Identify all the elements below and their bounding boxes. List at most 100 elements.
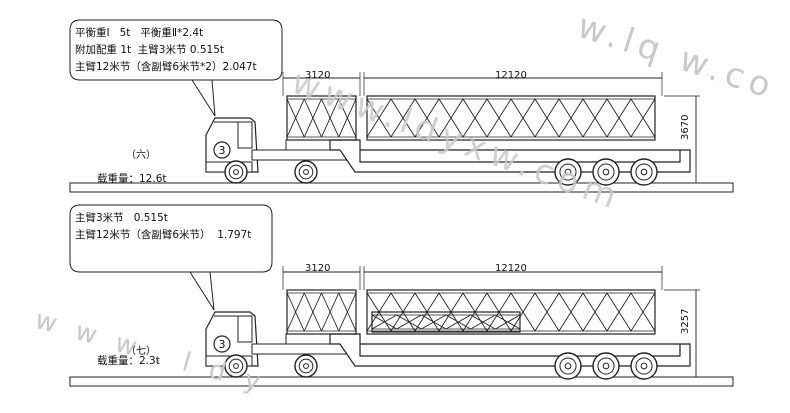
bottom-truss-inner-diag-b — [396, 314, 422, 330]
bottom-dim-short: 3120 — [305, 263, 331, 274]
bottom-dim-long: 12120 — [495, 263, 527, 274]
bottom-truss-short-diag-b — [303, 292, 322, 332]
bottom-cab-number-circle — [213, 335, 231, 353]
top-load-label: 载重量：12.6t — [97, 173, 167, 185]
top-wheel-drive-tire — [294, 160, 318, 184]
bottom-truss-short-diag-b — [321, 292, 340, 332]
bottom-truss-inner-diag-b — [371, 314, 397, 330]
bottom-bubble-outline — [69, 204, 273, 273]
bottom-truss-inner-diag-b — [445, 314, 471, 330]
bottom-load-label: 载重量：2.3t — [97, 355, 160, 367]
top-wheel-trailer-3-tire — [630, 158, 658, 186]
top-truss-short-diag-b — [338, 98, 357, 138]
top-wheel-front-tire — [224, 160, 248, 184]
top-truss-long-diag-b — [438, 98, 464, 138]
bottom-wheel-trailer-3 — [630, 352, 658, 380]
top-truss-short-frame — [286, 95, 357, 141]
top-bubble-outline — [69, 19, 283, 81]
bottom-wheel-drive-hub — [303, 363, 309, 369]
top-cab-number-circle — [213, 141, 231, 159]
top-wheel-trailer-1 — [554, 158, 582, 186]
bottom-truss-long-frame — [366, 289, 656, 335]
bottom-ground — [69, 376, 734, 387]
bottom-wheel-trailer-2-rim — [597, 357, 615, 375]
bottom-truss-short-diag-b — [338, 292, 357, 332]
bottom-wheel-trailer-3-rim — [635, 357, 653, 375]
bottom-wheel-trailer-1-tire — [554, 352, 582, 380]
top-truss-long-diag-b — [630, 98, 656, 138]
bottom-bubble-tail — [189, 271, 215, 311]
bottom-truss-inner-diag-b — [470, 314, 496, 330]
bottom-dimensions — [282, 266, 700, 378]
top-wheel-trailer-2 — [592, 158, 620, 186]
bottom-cab-window — [237, 315, 253, 343]
top-cab-number: 3 — [219, 144, 226, 157]
bottom-wheel-front — [224, 354, 248, 378]
top-note-line-2: 附加配重 1t 主臂3米节 0.515t — [75, 44, 225, 56]
top-truss-short-diag-b — [286, 98, 305, 138]
bottom-note-line-1: 主臂3米节 0.515t — [75, 212, 168, 224]
top-truss-long-diag-b — [486, 98, 512, 138]
bottom-wheel-trailer-3-tire — [630, 352, 658, 380]
top-truss-long-diag-b — [606, 98, 632, 138]
top-truss-long-diag-b — [558, 98, 584, 138]
top-dim-long: 12120 — [495, 70, 527, 81]
top-truss-long-diag-b — [534, 98, 560, 138]
top-wheel-front — [224, 160, 248, 184]
top-note-bubble — [69, 19, 283, 117]
top-dimensions — [282, 72, 700, 184]
top-truss-long-diag-b — [582, 98, 608, 138]
bottom-truss-long-diag-b — [630, 292, 656, 332]
top-ground — [69, 182, 734, 193]
bottom-wheel-trailer-1-rim — [559, 357, 577, 375]
bottom-note-line-2: 主臂12米节（含副臂6米节） 1.797t — [75, 229, 252, 241]
bottom-chassis — [251, 343, 348, 355]
top-truss-long-diag-b — [390, 98, 416, 138]
bottom-wheel-trailer-3-hub — [640, 362, 648, 370]
top-truss-long-frame — [366, 95, 656, 141]
bottom-cab-number: 3 — [219, 338, 226, 351]
bottom-wheel-drive — [294, 354, 318, 378]
top-dim-height: 3670 — [680, 114, 691, 140]
top-wheel-trailer-2-hub — [602, 168, 610, 176]
bottom-wheel-trailer-2-tire — [592, 352, 620, 380]
top-bubble-tail — [191, 79, 216, 117]
top-truss-long-diag-b — [510, 98, 536, 138]
panel-bottom: 3 — [69, 204, 734, 387]
top-cab-body — [205, 117, 259, 173]
bottom-truss-short-frame — [286, 289, 357, 335]
top-dim-short: 3120 — [305, 70, 331, 81]
top-truss-short-diag-b — [303, 98, 322, 138]
bottom-truss-long-diag-b — [510, 292, 536, 332]
top-truss-long-diag-b — [366, 98, 392, 138]
bottom-truss-short-diag-b — [286, 292, 305, 332]
top-wheel-trailer-1-hub — [564, 168, 572, 176]
top-wheel-trailer-1-rim — [559, 163, 577, 181]
bottom-wheel-drive-tire — [294, 354, 318, 378]
bottom-wheel-trailer-2-hub — [602, 362, 610, 370]
top-truss-long-diag-b — [462, 98, 488, 138]
top-truss-long-diag-b — [414, 98, 440, 138]
bottom-wheel-trailer-1-hub — [564, 362, 572, 370]
bottom-wheel-trailer-1 — [554, 352, 582, 380]
bottom-truss-long-diag-b — [558, 292, 584, 332]
bottom-truss-long-diag-b — [582, 292, 608, 332]
bottom-wheel-trailer-2 — [592, 352, 620, 380]
top-wheel-trailer-1-tire — [554, 158, 582, 186]
bottom-stage-label: （七） — [126, 346, 156, 357]
top-stage-label: （六） — [126, 150, 156, 161]
bottom-truss-long-diag-b — [606, 292, 632, 332]
top-wheel-trailer-2-tire — [592, 158, 620, 186]
bottom-truss-inner-frame — [371, 311, 521, 333]
bottom-cab-body — [205, 311, 259, 367]
top-wheel-front-hub — [233, 169, 239, 175]
bottom-truss-inner — [371, 311, 521, 333]
bottom-wheel-front-tire — [224, 354, 248, 378]
bottom-wheel-front-hub — [233, 363, 239, 369]
top-wheel-trailer-3-rim — [635, 163, 653, 181]
bottom-note-bubble — [69, 204, 273, 311]
top-note-line-3: 主臂12米节（含副臂6米节*2）2.047t — [75, 61, 257, 73]
top-wheel-front-rim — [228, 164, 244, 180]
